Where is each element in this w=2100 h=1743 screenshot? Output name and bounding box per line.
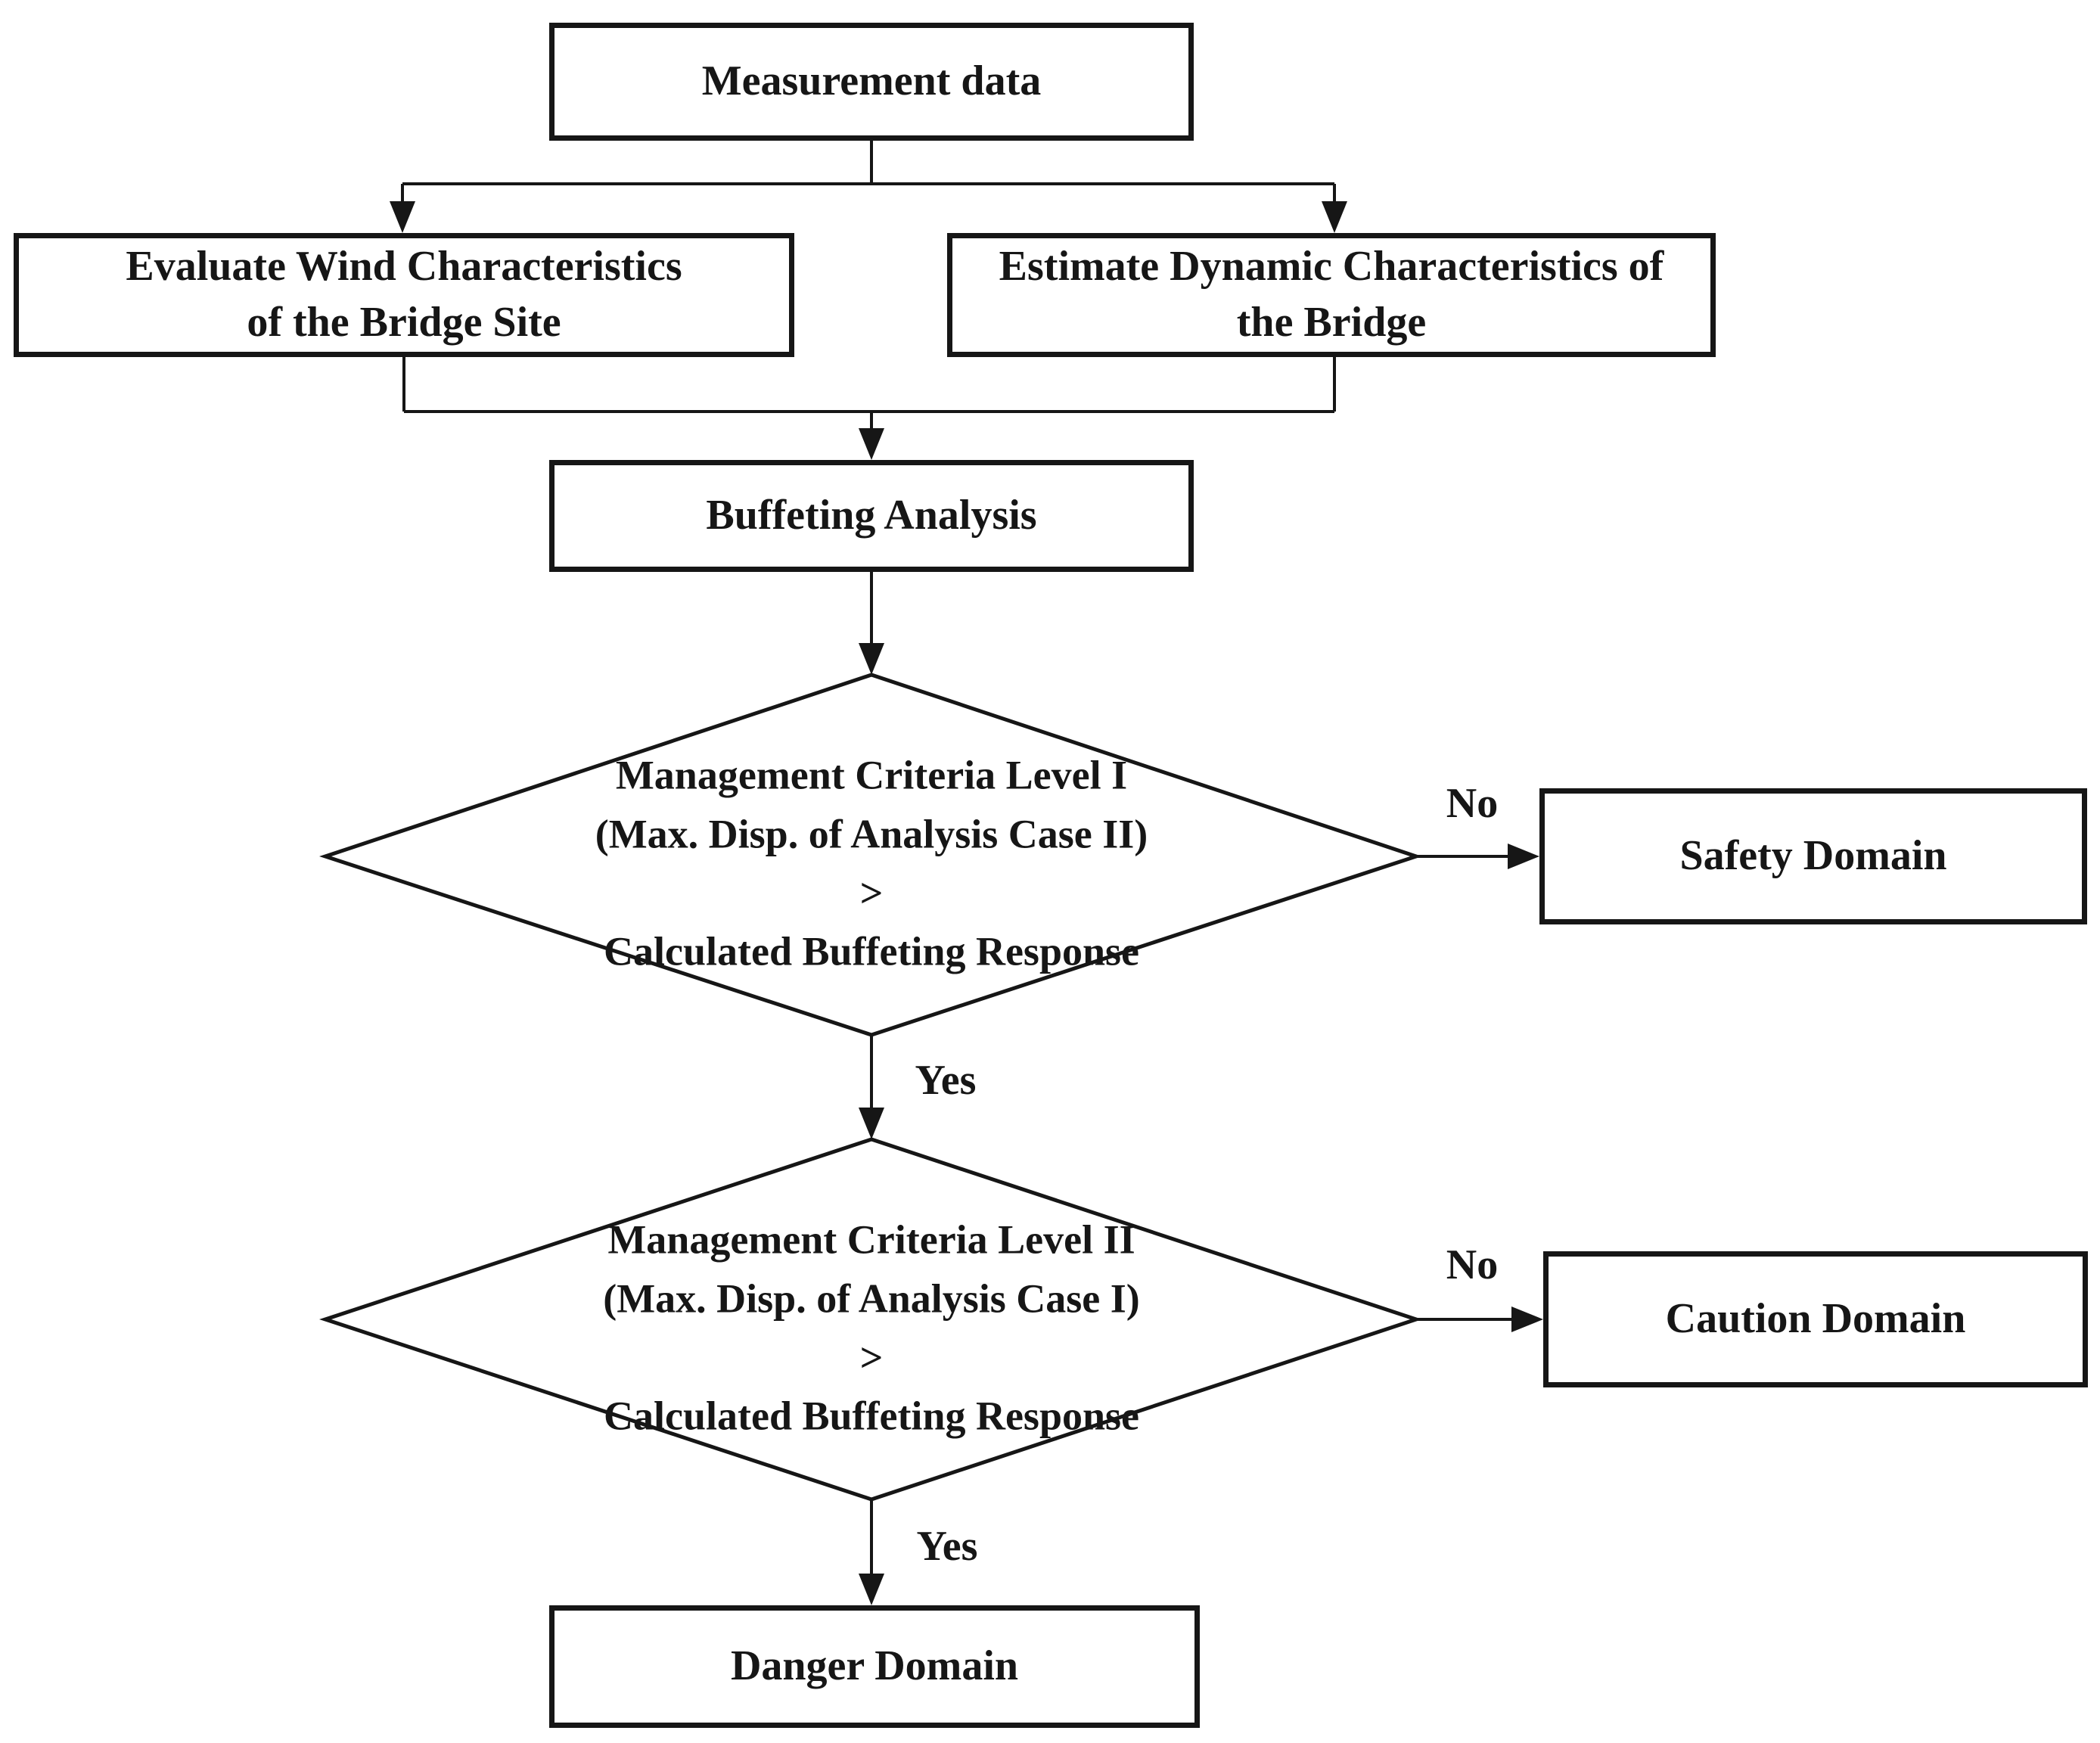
- decision-2-label: Management Criteria Level II (Max. Disp.…: [603, 1216, 1140, 1439]
- arrow-down-icon: [1322, 201, 1347, 233]
- arrow-down-icon: [859, 1108, 884, 1139]
- edge-label-yes-2: Yes: [916, 1523, 978, 1570]
- arrow-down-icon: [859, 428, 884, 460]
- arrow-down-icon: [859, 1574, 884, 1605]
- node-measurement-data: Measurement data: [549, 23, 1194, 141]
- node-buffeting-analysis: Buffeting Analysis: [549, 460, 1194, 572]
- node-safety-domain: Safety Domain: [1539, 788, 2087, 924]
- arrow-down-icon: [859, 643, 884, 675]
- edge-label-no-1: No: [1446, 780, 1499, 827]
- edge-label-no-2: No: [1446, 1241, 1499, 1288]
- node-estimate-dynamic-characteristics: Estimate Dynamic Characteristics of the …: [947, 233, 1716, 357]
- node-danger-domain: Danger Domain: [549, 1605, 1200, 1728]
- node-caution-domain: Caution Domain: [1543, 1251, 2088, 1387]
- decision-1-label: Management Criteria Level I (Max. Disp. …: [595, 752, 1148, 974]
- arrow-right-icon: [1511, 1306, 1543, 1332]
- node-evaluate-wind-characteristics: Evaluate Wind Characteristics of the Bri…: [14, 233, 794, 357]
- arrow-right-icon: [1508, 844, 1539, 869]
- edge-label-yes-1: Yes: [915, 1057, 977, 1104]
- arrow-down-icon: [390, 201, 415, 233]
